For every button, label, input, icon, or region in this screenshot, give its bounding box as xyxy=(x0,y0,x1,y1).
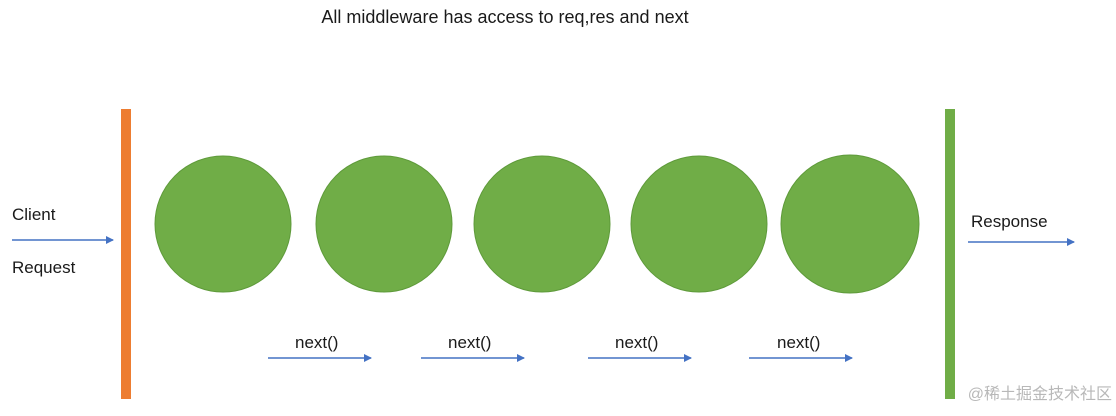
client-label: Client xyxy=(12,205,56,224)
request-bar xyxy=(121,109,131,399)
middleware-circle-4 xyxy=(630,155,768,293)
response-bar xyxy=(945,109,955,399)
diagram-title: All middleware has access to req,res and… xyxy=(321,7,689,27)
next-label-3: next() xyxy=(615,333,659,352)
next-label-2: next() xyxy=(448,333,492,352)
middleware-circle-2 xyxy=(315,155,453,293)
next-label-1: next() xyxy=(295,333,339,352)
middleware-circle-5 xyxy=(780,154,920,294)
response-label: Response xyxy=(971,212,1048,231)
middleware-circle-1 xyxy=(154,155,292,293)
next-label-4: next() xyxy=(777,333,821,352)
request-label: Request xyxy=(12,258,76,277)
watermark: @稀土掘金技术社区 xyxy=(967,386,1112,403)
middleware-circle-3 xyxy=(473,155,611,293)
